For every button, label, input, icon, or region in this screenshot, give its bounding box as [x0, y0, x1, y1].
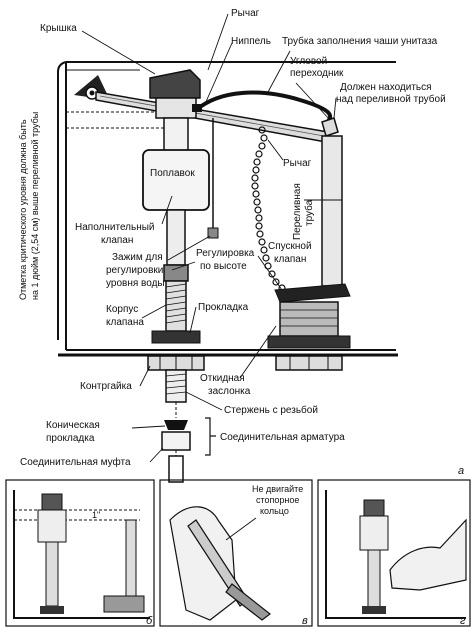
- label-threaded-rod: Стержень с резьбой: [224, 404, 318, 416]
- label-lever-top: Рычаг: [231, 8, 260, 19]
- flush-valve-body: [267, 301, 351, 371]
- leader-lines: [81, 13, 342, 463]
- bowl-fill-tube: [194, 90, 333, 126]
- label-lever-chain: Рычаг: [283, 158, 312, 169]
- critical-level-label-line1: Отметка критического уровня должна быть: [18, 119, 28, 300]
- fitting-bracket: [205, 417, 216, 456]
- label-valve-body-1: Корпус: [106, 304, 138, 315]
- label-flush-valve-2: клапан: [274, 254, 306, 265]
- critical-level-label-line2: на 1 дюйм (2,54 см) выше переливной труб…: [30, 112, 40, 300]
- panel-label-g: г: [460, 615, 466, 627]
- label-conical-gasket-1: Коническая: [46, 420, 100, 431]
- flapper: [274, 283, 351, 303]
- label-lid: Крышка: [40, 23, 77, 34]
- label-valve-body-2: клапана: [106, 317, 144, 328]
- panel-label-a: а: [458, 465, 464, 477]
- angle-adapter: [321, 117, 339, 137]
- label-angle-adapter-2: переходник: [290, 68, 344, 79]
- tank-outline: [57, 61, 396, 351]
- label-flush-valve-1: Спускной: [268, 241, 312, 252]
- panel-g: г: [317, 479, 471, 627]
- main-panel: Отметка критического уровня должна быть …: [18, 8, 464, 483]
- label-overflow-tube-2: труба: [303, 199, 315, 226]
- valve-body-threads: [165, 280, 187, 332]
- fill-valve-cap: [149, 69, 201, 99]
- panel-b: 1" б: [5, 479, 155, 627]
- flapper-chain: [251, 126, 286, 292]
- supply-pipe: [168, 455, 184, 483]
- panel-label-b: б: [146, 615, 153, 627]
- label-locknut: Контргайка: [80, 381, 132, 392]
- label-height-adj-1: Регулировка: [196, 248, 255, 259]
- overflow-tube: [321, 135, 343, 287]
- label-gasket: Прокладка: [198, 302, 249, 313]
- panel-label-v: в: [302, 615, 308, 627]
- label-flapper-1: Откидная: [200, 373, 245, 384]
- float: [142, 149, 210, 211]
- one-inch-label: 1": [92, 510, 100, 520]
- label-must-be-above-2: над переливной трубой: [336, 93, 446, 105]
- coupling-nut: [161, 431, 191, 451]
- panel-v: Не двигайте стопорное кольцо в: [159, 479, 313, 627]
- label-fill-valve-2: клапан: [101, 235, 133, 246]
- conical-gasket: [164, 420, 188, 430]
- label-clamp-1: Зажим для: [112, 252, 163, 263]
- dont-move-label-2: стопорное: [256, 495, 299, 505]
- label-must-be-above-1: Должен находиться: [340, 82, 432, 93]
- float-label: Поплавок: [150, 168, 195, 179]
- base-gasket: [151, 330, 201, 344]
- label-clamp-3: уровня воды: [106, 278, 165, 289]
- fill-valve-body: [163, 117, 189, 155]
- label-coupling-nut: Соединительная муфта: [20, 456, 131, 468]
- nipple: [192, 104, 202, 112]
- label-bowl-fill-tube: Трубка заполнения чаши унитаза: [282, 35, 438, 47]
- dont-move-label-3: кольцо: [260, 506, 289, 516]
- label-connecting-fitting: Соединительная арматура: [220, 432, 345, 443]
- label-fill-valve-1: Наполнительный: [75, 222, 155, 233]
- label-conical-gasket-2: прокладка: [46, 433, 95, 444]
- label-angle-adapter-1: Угловой: [290, 56, 327, 67]
- height-adjuster: [163, 264, 189, 282]
- label-flapper-2: заслонка: [208, 386, 251, 397]
- threaded-rod: [165, 369, 187, 403]
- dont-move-label-1: Не двигайте: [252, 484, 303, 494]
- label-nipple: Ниппель: [231, 36, 271, 47]
- valve-shaft: [166, 209, 186, 266]
- label-height-adj-2: по высоте: [200, 261, 247, 272]
- label-overflow-tube-1: Переливная: [292, 183, 303, 240]
- label-clamp-2: регулировки: [106, 265, 163, 276]
